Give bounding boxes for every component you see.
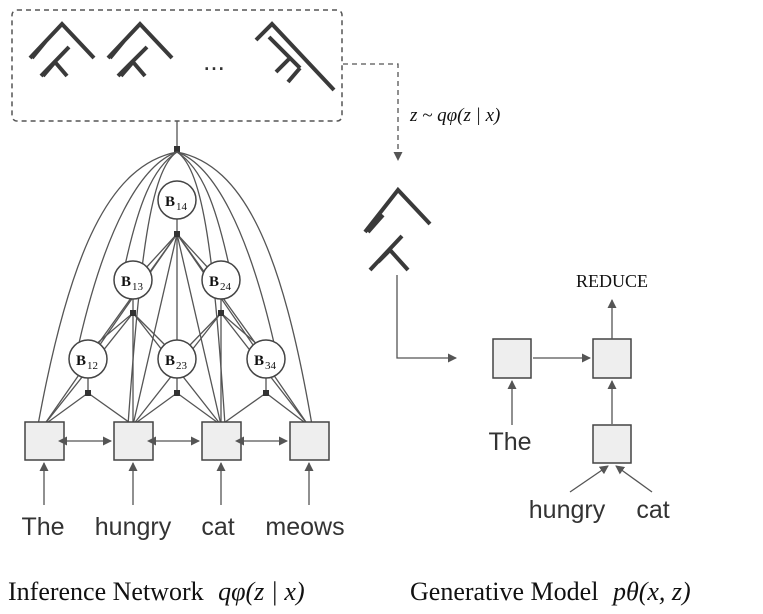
inference-input-arrows <box>39 462 314 505</box>
node-b13: B 13 <box>113 260 153 300</box>
inference-word-box-4 <box>289 421 330 461</box>
node-b23-main: B <box>165 353 175 369</box>
gen-box-the <box>492 338 532 379</box>
inference-word-2: hungry <box>95 513 172 541</box>
gen-word-hungry: hungry <box>529 496 606 524</box>
node-b23: B 23 <box>157 339 197 379</box>
tree-samples-ellipsis: ... <box>203 46 225 76</box>
sampled-tree-icon <box>363 186 432 272</box>
node-b24-main: B <box>209 274 219 290</box>
tree-to-generative-arrow <box>396 275 457 363</box>
inference-caption-math: qφ(z | x) <box>218 577 305 606</box>
root-junction <box>174 146 180 152</box>
node-b24: B 24 <box>201 260 241 300</box>
node-b12-main: B <box>76 353 86 369</box>
inference-word-3: cat <box>201 513 234 541</box>
node-b34: B 34 <box>246 339 286 379</box>
node-b12: B 12 <box>68 339 108 379</box>
generative-caption: Generative Model pθ(x, z) <box>410 577 691 606</box>
tree-sample-2-icon <box>106 21 174 78</box>
span-edges <box>43 216 309 426</box>
node-b34-main: B <box>254 353 264 369</box>
sampling-arrow <box>343 63 403 161</box>
node-b13-main: B <box>121 274 131 290</box>
gen-word-the: The <box>488 428 531 456</box>
inference-caption: Inference Network qφ(z | x) <box>8 577 305 606</box>
generative-caption-math: pθ(x, z) <box>611 577 691 606</box>
inference-word-box-1 <box>24 421 65 461</box>
node-b13-sub: 13 <box>132 281 144 293</box>
inference-word-4: meows <box>265 513 344 541</box>
sampling-label: z ~ qφ(z | x) <box>409 105 500 126</box>
node-b12-sub: 12 <box>87 360 98 372</box>
gen-box-reduce <box>592 338 632 379</box>
generative-caption-text: Generative Model <box>410 577 598 606</box>
gen-box-phrase <box>592 424 632 464</box>
node-b23-sub: 23 <box>176 360 188 372</box>
node-b34-sub: 34 <box>265 360 277 372</box>
tree-sample-1-icon <box>28 21 96 78</box>
inference-caption-text: Inference Network <box>8 577 204 606</box>
node-b14-sub: 14 <box>176 201 188 213</box>
inference-word-1: The <box>21 513 64 541</box>
node-b14-main: B <box>165 194 175 210</box>
node-b24-sub: 24 <box>220 281 232 293</box>
tree-sample-n-icon <box>254 21 336 92</box>
inference-word-box-2 <box>113 421 154 461</box>
junction-dots <box>85 231 269 396</box>
gen-word-cat: cat <box>636 496 669 524</box>
gen-reduce-label: REDUCE <box>576 271 648 291</box>
node-b14: B 14 <box>157 180 197 220</box>
gen-arrows <box>507 299 653 493</box>
inference-word-box-3 <box>201 421 242 461</box>
